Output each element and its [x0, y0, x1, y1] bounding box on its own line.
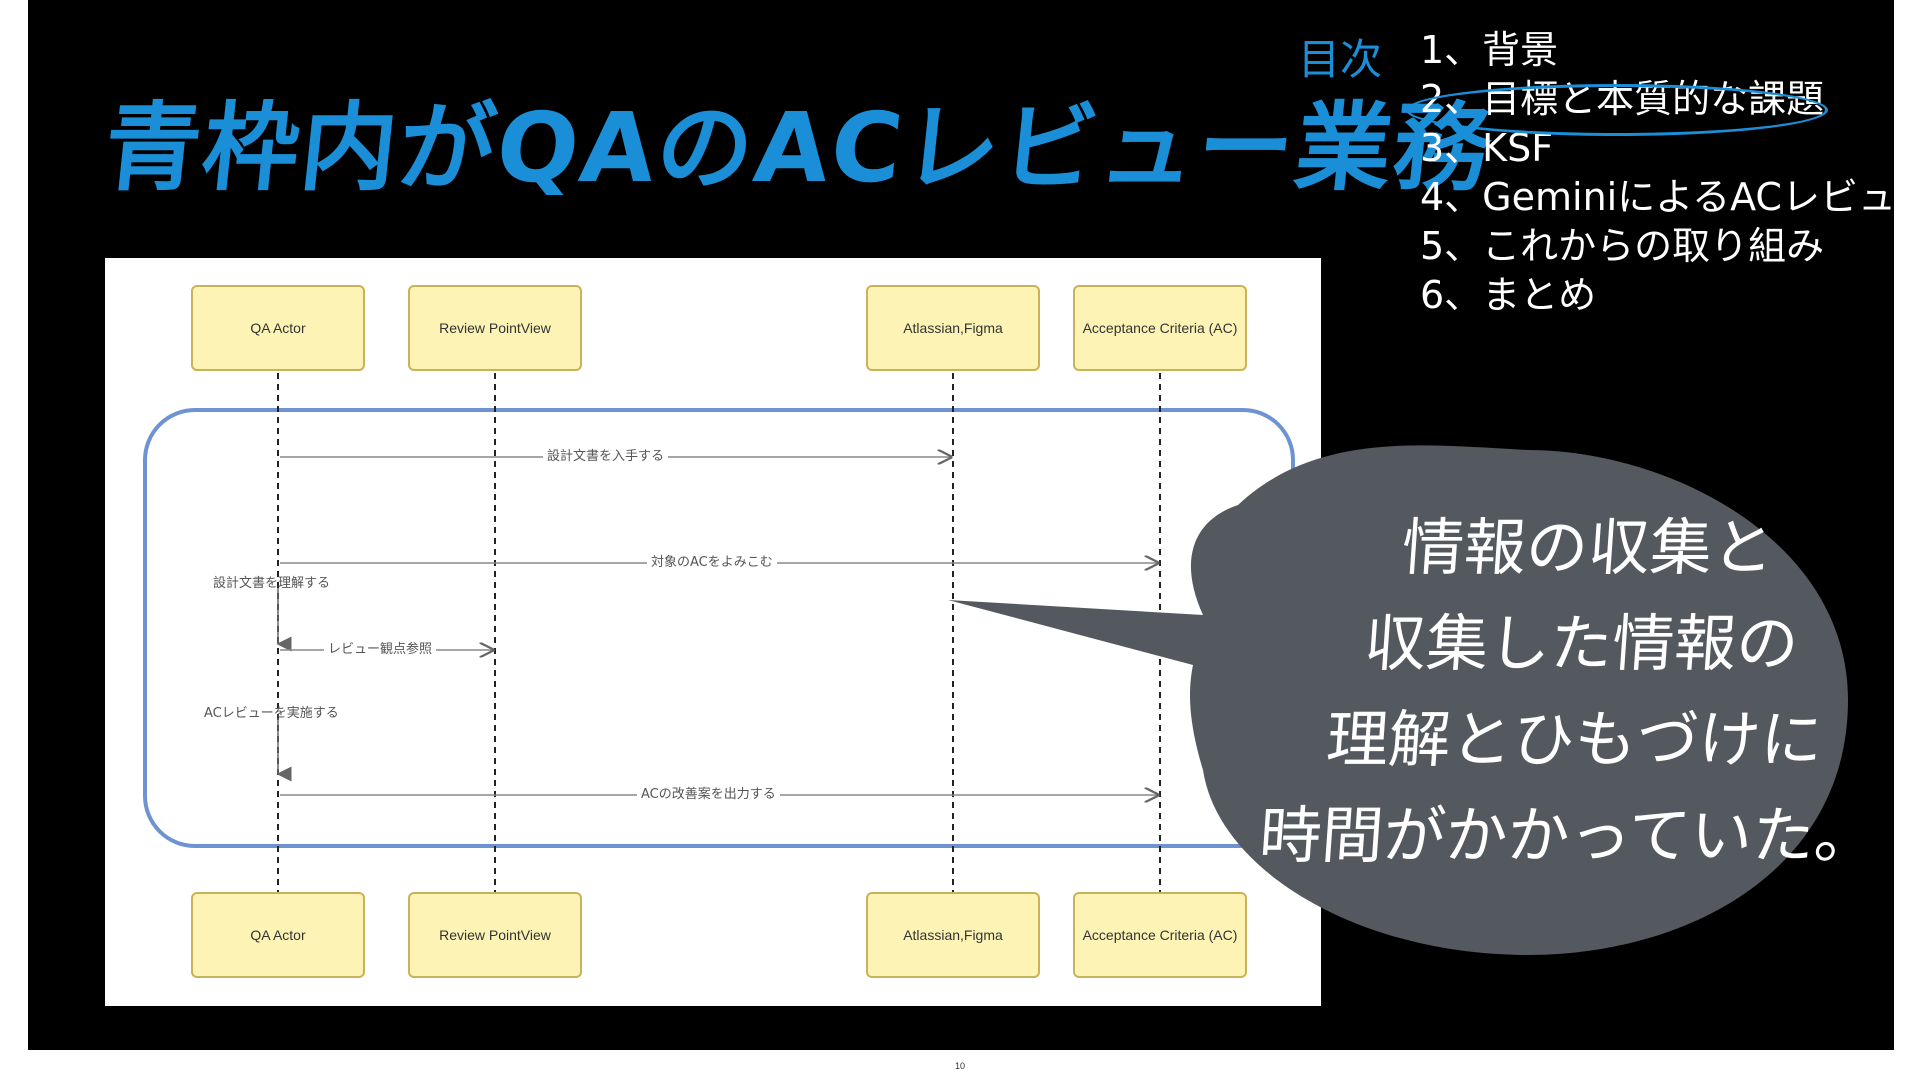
message-label: 対象のACをよみこむ — [647, 555, 777, 571]
speech-bubble — [948, 445, 1848, 955]
actor-box-bottom: Atlassian,Figma — [866, 892, 1040, 978]
self-note: ACレビューを実施する — [204, 706, 339, 721]
actor-box-bottom: Review PointView — [408, 892, 582, 978]
speech-bubble-text: 情報の収集と 収集した情報の 理解とひもづけに 時間がかかっていた。 — [1255, 500, 1894, 884]
actor-box-top: QA Actor — [191, 285, 365, 371]
toc-heading: 目次 — [1298, 35, 1383, 84]
slide: 青枠内がQAのACレビュー業務 目次 1、背景 2、目標と本質的な課題 3、KS… — [28, 0, 1894, 1050]
actor-box-top: Acceptance Criteria (AC) — [1073, 285, 1247, 371]
bubble-line: 収集した情報の — [1361, 607, 1801, 680]
toc-highlight-circle — [1406, 84, 1828, 136]
actor-box-bottom: QA Actor — [191, 892, 365, 978]
toc-item: 5、これからの取り組み — [1420, 224, 1825, 268]
actor-box-bottom: Acceptance Criteria (AC) — [1073, 892, 1247, 978]
message-label: レビュー観点参照 — [324, 642, 437, 658]
toc-item: 6、まとめ — [1420, 273, 1597, 317]
page-number: 10 — [954, 1061, 965, 1071]
message-label: ACの改善案を出力する — [637, 787, 780, 803]
bubble-line: 情報の収集と — [1399, 511, 1777, 584]
toc-item: 4、GeminiによるACレビュー自動化 — [1420, 175, 1894, 219]
speech-bubble-shape — [948, 445, 1848, 955]
actor-box-top: Review PointView — [408, 285, 582, 371]
message-label: 設計文書を入手する — [543, 449, 669, 465]
bubble-line: 時間がかかっていた。 — [1256, 799, 1879, 872]
actor-box-top: Atlassian,Figma — [866, 285, 1040, 371]
bubble-line: 理解とひもづけに — [1324, 703, 1826, 776]
self-note: 設計文書を理解する — [213, 576, 331, 591]
toc-item: 1、背景 — [1420, 28, 1559, 72]
